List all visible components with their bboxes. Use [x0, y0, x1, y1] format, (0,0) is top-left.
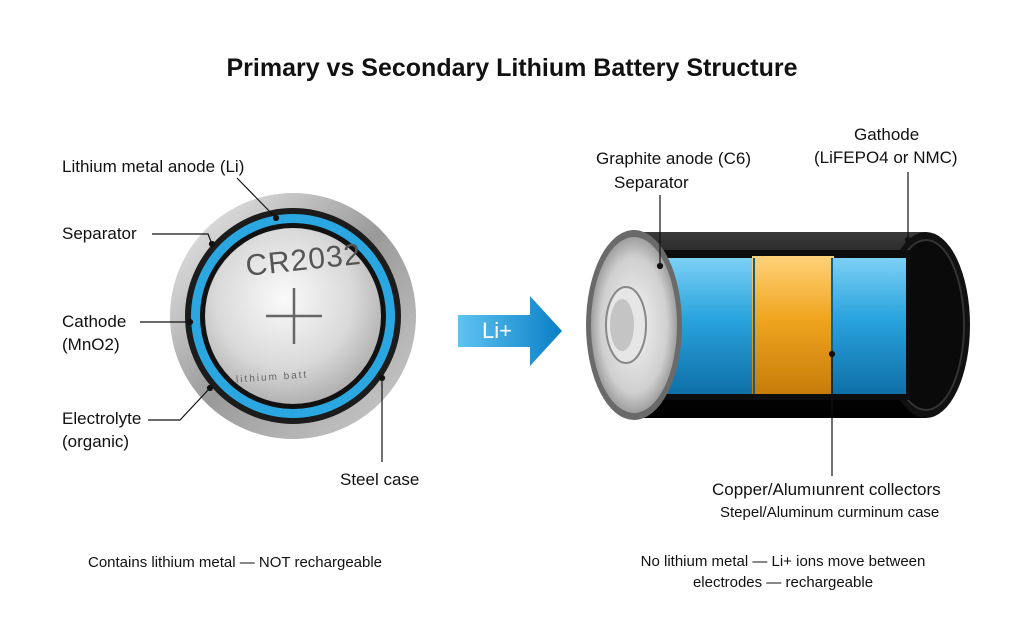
label-li-metal-anode: Lithium metal anode (Li): [62, 157, 245, 176]
coin-leader-lines: [140, 177, 386, 462]
label-electrolyte-type: (organic): [62, 432, 130, 451]
cylinder-cell: [586, 230, 970, 420]
label-electrolyte: Electrolyte: [62, 409, 142, 428]
label-graphite-anode: Graphite anode (C6): [596, 149, 751, 168]
separator-orange: [752, 256, 834, 394]
label-cyl-cathode: Gathode: [854, 125, 920, 144]
label-cyl-separator: Separator: [614, 173, 689, 192]
label-coin-cathode: Cathode: [62, 312, 127, 331]
label-steel-case: Steel case: [340, 470, 420, 489]
label-coin-cathode-material: (MnO2): [62, 335, 120, 354]
cylinder-leader-lines: [656, 172, 912, 476]
cylinder-caption-line2: electrodes — rechargeable: [692, 574, 874, 591]
label-collectors: Copper/Alumıunrent collectors: [712, 480, 941, 499]
label-cyl-cathode-material: (LiFEPO4 or NMC): [814, 148, 958, 167]
leader-anode: [236, 177, 277, 219]
coin-caption: Contains lithium metal — NOT rechargeabl…: [88, 554, 383, 571]
li-ion-arrow: [458, 296, 562, 366]
electrode-right-blue: [832, 258, 906, 394]
cylinder-caption-line1: No lithium metal — Li+ ions move between: [640, 553, 926, 570]
label-coin-separator: Separator: [62, 224, 137, 243]
label-cyl-case: Stepel/Aluminum curminum case: [720, 504, 940, 521]
arrow-label: Li+: [482, 318, 512, 343]
coin-cell: [170, 193, 416, 439]
diagram-title: Primary vs Secondary Lithium Battery Str…: [226, 54, 798, 82]
leader-electrolyte: [148, 387, 211, 421]
leader-separator: [152, 233, 213, 245]
